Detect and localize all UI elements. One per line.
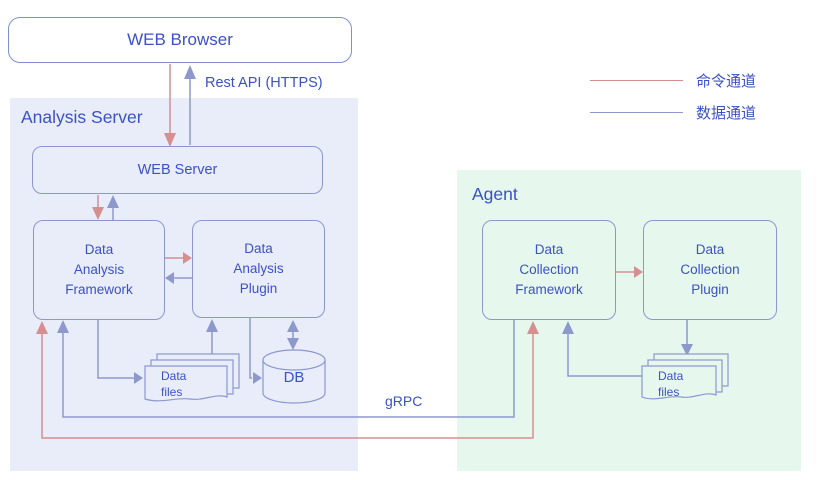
data-channel-line-icon [590, 111, 683, 113]
web-server-label: WEB Server [137, 162, 218, 178]
data-channel-label: 数据通道 [696, 104, 757, 122]
data-analysis-framework-node: Data Analysis Framework [33, 220, 165, 320]
arrowhead-up-browser [184, 65, 196, 79]
analysis-data-files-label: Data files [161, 369, 187, 399]
legend-item-data-channel: 数据通道 [590, 96, 756, 128]
web-server-node: WEB Server [32, 146, 323, 194]
db-label: DB [283, 369, 305, 386]
data-collection-framework-node: Data Collection Framework [482, 220, 616, 320]
analysis-server-title: Analysis Server [21, 107, 143, 127]
web-browser-label: WEB Browser [127, 30, 233, 49]
data-collection-framework-label: Data Collection Framework [515, 241, 583, 298]
data-collection-plugin-node: Data Collection Plugin [643, 220, 777, 320]
agent-data-files-label: Data files [658, 369, 684, 399]
grpc-label: gRPC [385, 393, 423, 409]
data-collection-plugin-label: Data Collection Plugin [680, 241, 740, 298]
legend-item-command-channel: 命令通道 [590, 64, 756, 96]
agent-panel [457, 170, 801, 471]
command-channel-label: 命令通道 [696, 72, 757, 90]
agent-title: Agent [472, 184, 518, 204]
legend: 命令通道 数据通道 [590, 64, 756, 128]
command-channel-line-icon [590, 79, 683, 81]
rest-api-label: Rest API (HTTPS) [205, 75, 323, 91]
data-analysis-plugin-node: Data Analysis Plugin [192, 220, 325, 318]
data-analysis-plugin-label: Data Analysis Plugin [233, 240, 284, 297]
web-browser-node: WEB Browser [8, 17, 352, 63]
data-analysis-framework-label: Data Analysis Framework [65, 241, 133, 298]
